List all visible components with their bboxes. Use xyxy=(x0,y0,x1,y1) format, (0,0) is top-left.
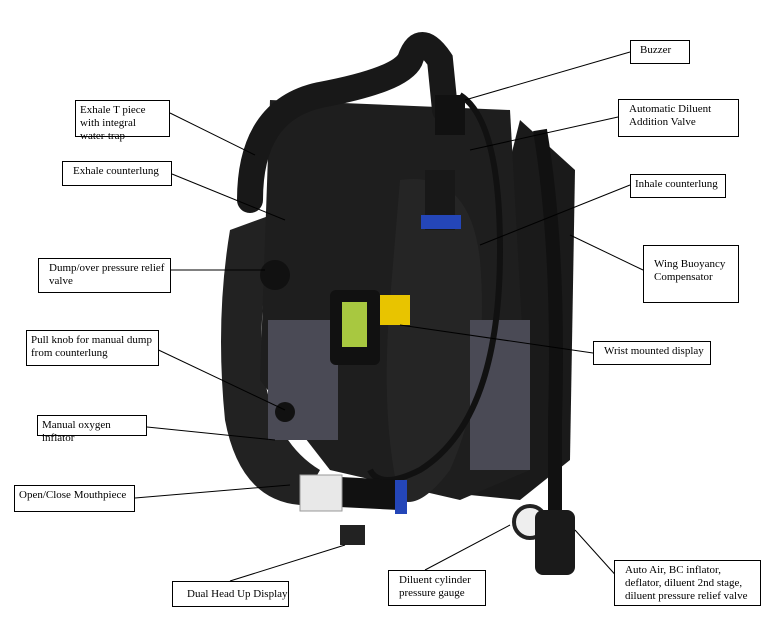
exhale-hose xyxy=(237,32,458,213)
label-adv: Automatic Diluent Addition Valve xyxy=(618,99,739,137)
label-inhale-counterlung: Inhale counterlung xyxy=(630,174,726,198)
label-exhale-t-piece: Exhale T piece with integral water-trap xyxy=(75,100,170,142)
label-exhale-counterlung: Exhale counterlung xyxy=(62,161,172,186)
mesh-panel-left xyxy=(268,320,338,440)
buzzer-unit xyxy=(435,95,465,135)
label-hud: Dual Head Up Display xyxy=(172,581,289,607)
label-pull-knob: Pull knob for manual dump from counterlu… xyxy=(26,330,159,366)
inhale-counterlung-shape xyxy=(386,179,482,502)
mouthpiece xyxy=(299,474,343,512)
label-manual-oxygen: Manual oxygen inflator xyxy=(37,415,147,444)
label-wrist-display: Wrist mounted display xyxy=(593,341,711,365)
auto-air-unit xyxy=(535,510,575,575)
mouthpiece-blue-ring xyxy=(395,480,407,514)
wrist-display-screen xyxy=(342,302,367,347)
hud-unit xyxy=(340,525,365,545)
label-diluent-gauge: Diluent cylinder pressure gauge xyxy=(388,570,486,606)
label-auto-air: Auto Air, BC inflator, deflator, diluent… xyxy=(614,560,761,606)
label-dump-valve: Dump/over pressure relief valve xyxy=(38,258,171,293)
dump-valve-knob xyxy=(260,260,290,290)
label-buzzer: Buzzer xyxy=(630,40,690,64)
leader-lines xyxy=(134,51,644,582)
label-wing: Wing Buoyancy Compensator xyxy=(643,245,739,303)
right-hose xyxy=(533,128,563,560)
pull-knob xyxy=(275,402,295,422)
lp-hose xyxy=(367,92,504,483)
exhale-counterlung-shape xyxy=(221,210,320,505)
label-mouthpiece: Open/Close Mouthpiece xyxy=(14,485,135,512)
blue-collar xyxy=(421,215,461,229)
